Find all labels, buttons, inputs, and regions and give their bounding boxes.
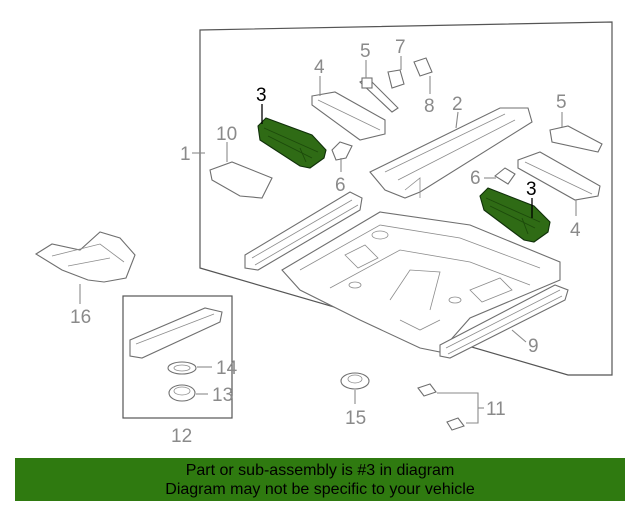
callout-5-right: 5 <box>556 92 567 113</box>
callout-6-right: 6 <box>470 168 481 189</box>
floor-assembly-frame <box>199 21 613 376</box>
callout-15: 15 <box>345 408 366 429</box>
leader-2 <box>455 111 459 129</box>
crossmember-part-3-right <box>479 187 551 243</box>
notice-banner: Part or sub-assembly is #3 in diagram Di… <box>15 458 625 501</box>
clips-part-11 <box>417 383 465 431</box>
bracket-part-6-left <box>331 141 353 161</box>
plug-part-13 <box>168 384 196 402</box>
callout-2: 2 <box>452 94 463 115</box>
callout-3-right: 3 <box>526 179 537 200</box>
center-tunnel-part <box>369 107 533 199</box>
rail-part-4-lower <box>517 151 601 201</box>
bracket-part-5-upper <box>359 77 399 113</box>
callout-11: 11 <box>486 399 506 420</box>
callout-14: 14 <box>216 358 238 379</box>
callout-12: 12 <box>171 426 192 447</box>
parts-diagram: 1 2 3 3 4 4 5 5 6 6 7 8 9 10 11 12 13 14… <box>34 21 613 447</box>
callout-10: 10 <box>216 124 237 145</box>
bracket-part-5-right <box>549 125 603 153</box>
callout-3-left: 3 <box>256 85 267 106</box>
bracket-part-6-right <box>494 167 516 185</box>
grommet-part-14 <box>167 361 197 375</box>
plug-part-15 <box>340 372 370 390</box>
left-rocker-part <box>244 191 363 271</box>
clip-part-8 <box>413 57 433 77</box>
callout-7: 7 <box>395 37 406 58</box>
notice-line-2: Diagram may not be specific to your vehi… <box>165 481 475 498</box>
callout-5-upper: 5 <box>360 41 371 62</box>
callout-4-lower: 4 <box>570 220 581 241</box>
sub-assembly-rocker <box>129 307 223 359</box>
notice-line-1: Part or sub-assembly is #3 in diagram <box>185 462 455 479</box>
rail-part-4-upper <box>311 91 386 141</box>
heat-shield-part-16 <box>34 231 136 283</box>
crossmember-part-3-left <box>257 117 327 169</box>
callout-13: 13 <box>212 385 233 406</box>
callout-1: 1 <box>180 144 191 165</box>
callout-9: 9 <box>528 336 539 357</box>
callout-6-left: 6 <box>335 175 346 196</box>
sub-assembly-box <box>122 295 233 419</box>
callout-4-upper: 4 <box>314 57 325 78</box>
floor-pan <box>281 211 561 353</box>
right-rocker-part <box>439 284 569 359</box>
panel-part-10 <box>209 161 273 199</box>
clip-part-7 <box>387 69 405 89</box>
leader-9 <box>511 329 527 343</box>
callout-16: 16 <box>70 307 91 328</box>
callout-8: 8 <box>424 96 435 117</box>
